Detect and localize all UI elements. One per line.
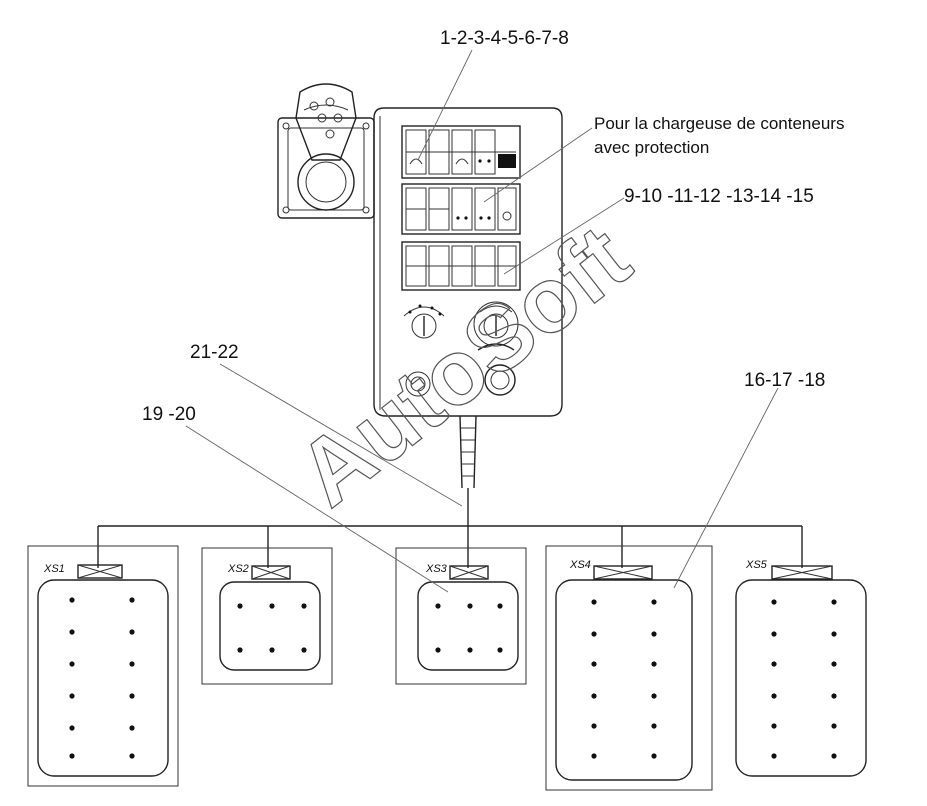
joystick-button: [333, 113, 343, 123]
connector-label: XS3: [425, 563, 448, 575]
harness-bus: [97, 525, 803, 568]
switch-row-3: [401, 241, 521, 291]
connector-xs5: XS5: [735, 559, 867, 777]
wiper-icon: [455, 158, 469, 165]
callout-19-20: 19 -20: [142, 404, 196, 425]
connector-xs3: XS3: [395, 547, 527, 685]
connector-label: XS5: [745, 559, 768, 571]
joystick-button: [317, 113, 327, 123]
wiper-icon: [409, 158, 423, 165]
indicator-lamp: [498, 154, 516, 168]
callout-note-line-1: Pour la chargeuse de conteneurs: [594, 114, 844, 133]
ignition-key-switch: [473, 301, 519, 351]
connector-xs1: XS1: [27, 545, 179, 787]
joystick-button: [325, 129, 335, 139]
cable: [459, 415, 477, 526]
rotary-selector: [403, 304, 445, 339]
cable-gland: [484, 364, 516, 396]
callout-switches-1-8: 1-2-3-4-5-6-7-8: [440, 28, 569, 49]
callout-note-line-2: avec protection: [594, 138, 709, 157]
socket: [405, 371, 431, 397]
switch-row-1: [401, 125, 521, 179]
callout-16-18: 16-17 -18: [744, 370, 825, 391]
switch-row-2: [401, 183, 521, 235]
joystick-button: [325, 97, 335, 107]
watermark: AutoSoft: [280, 206, 649, 525]
control-box: [373, 107, 563, 417]
connector-xs4: XS4: [545, 545, 713, 791]
connector-xs2: XS2: [201, 547, 333, 685]
callout-switches-9-15: 9-10 -11-12 -13-14 -15: [624, 186, 814, 207]
callout-21-22: 21-22: [190, 342, 239, 363]
leader-lines: [185, 49, 779, 593]
joystick-button: [309, 101, 319, 111]
joystick: [277, 83, 375, 219]
connector-label: XS4: [569, 559, 591, 571]
connector-label: XS2: [227, 563, 249, 575]
connector-label: XS1: [43, 563, 65, 575]
